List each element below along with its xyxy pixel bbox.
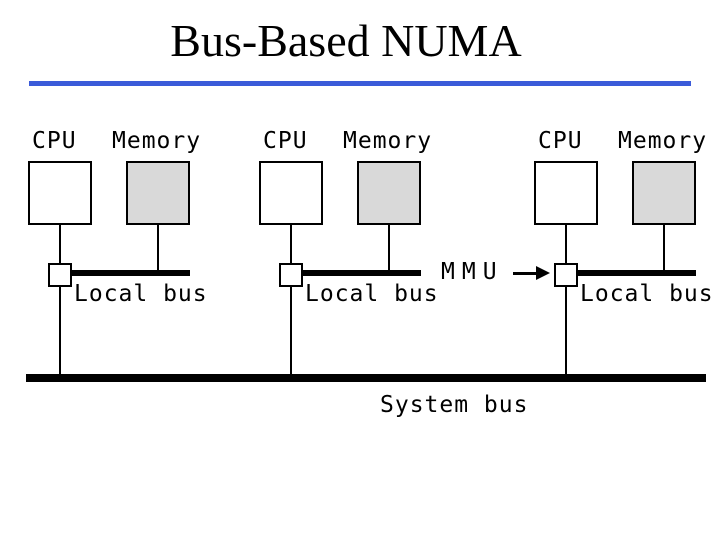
mmu-label: MMU [441,259,504,285]
numa-node-3: CPU Memory Local bus [534,128,713,376]
local-bus-line [578,270,696,276]
bus-interface-box [48,263,72,287]
mmu-arrow-icon [513,272,538,275]
memory-to-bus-line [157,225,159,271]
cpu-to-bus-line [290,225,292,263]
title-underline-rule [29,81,691,86]
numa-node-1: CPU Memory Local bus [28,128,207,376]
memory-box [632,161,696,225]
cpu-box [28,161,92,225]
node-to-system-bus-line [290,287,292,375]
memory-to-bus-line [663,225,665,271]
memory-label: Memory [343,128,433,154]
local-bus-line [303,270,421,276]
system-bus-line [26,374,706,382]
local-bus-line [72,270,190,276]
numa-node-2: CPU Memory Local bus [259,128,438,376]
memory-label: Memory [618,128,708,154]
system-bus-label: System bus [380,392,529,418]
cpu-to-bus-line [59,225,61,263]
memory-box [126,161,190,225]
cpu-label: CPU [263,128,308,154]
cpu-box [534,161,598,225]
cpu-label: CPU [538,128,583,154]
local-bus-label: Local bus [580,281,714,307]
node-to-system-bus-line [565,287,567,375]
memory-box [357,161,421,225]
cpu-label: CPU [32,128,77,154]
mmu-arrowhead-icon [536,266,550,280]
memory-to-bus-line [388,225,390,271]
local-bus-label: Local bus [74,281,208,307]
bus-interface-box [279,263,303,287]
memory-label: Memory [112,128,202,154]
node-to-system-bus-line [59,287,61,375]
local-bus-label: Local bus [305,281,439,307]
bus-interface-box [554,263,578,287]
cpu-to-bus-line [565,225,567,263]
page-title: Bus-Based NUMA [170,15,522,66]
cpu-box [259,161,323,225]
